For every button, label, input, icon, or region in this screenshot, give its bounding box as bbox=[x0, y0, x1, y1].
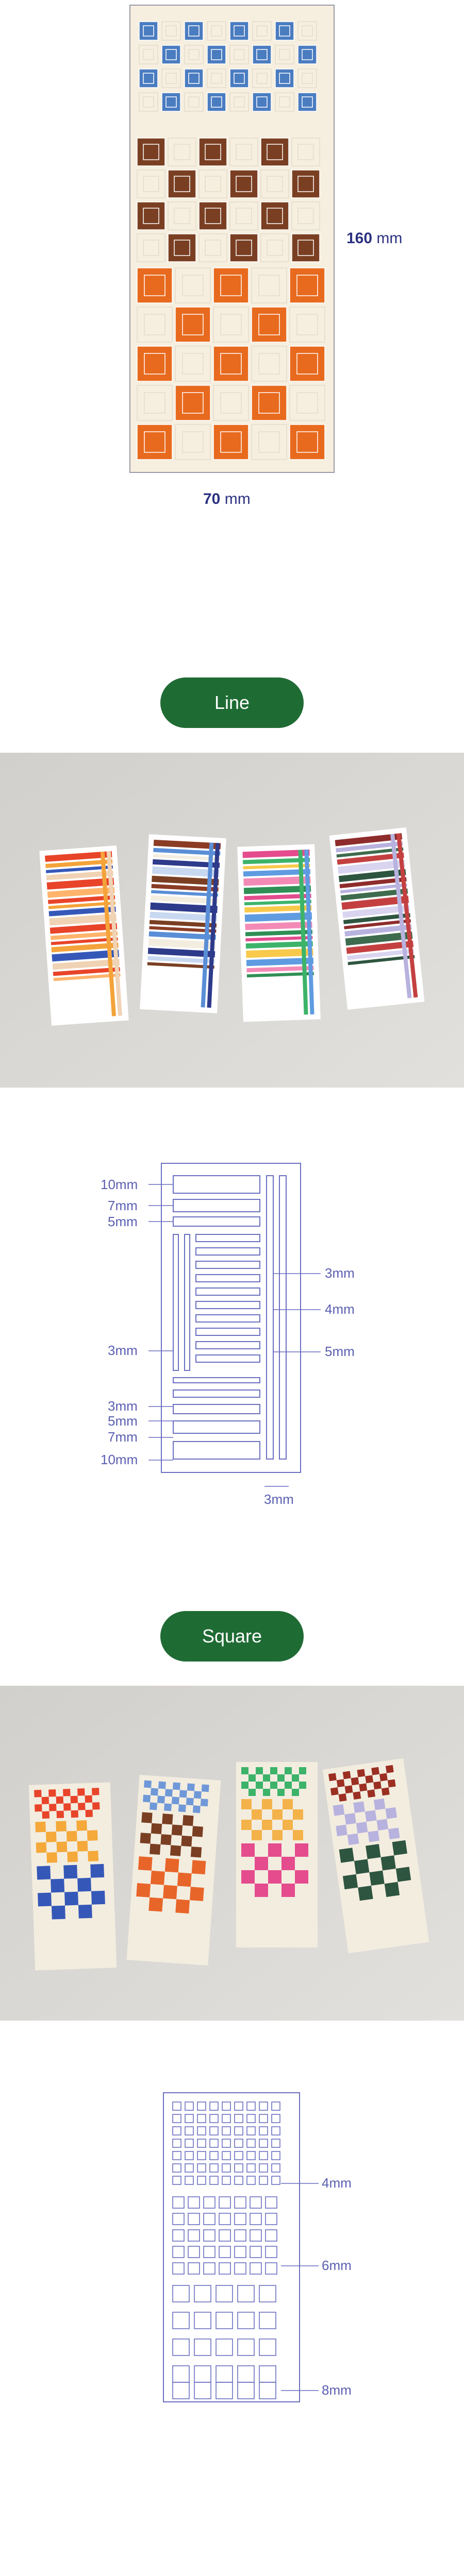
square-sticker-card bbox=[28, 1782, 117, 1971]
line-label-right-2: 4mm bbox=[325, 1301, 355, 1317]
line-stickers-illustration bbox=[0, 753, 464, 1088]
square-dimension-diagram: 4mm 6mm 8mm bbox=[0, 2087, 464, 2550]
square-label-4mm: 4mm bbox=[322, 2175, 352, 2191]
line-label-left-5: 3mm bbox=[108, 1398, 138, 1414]
square-section-title: Square bbox=[160, 1611, 304, 1662]
line-label-left-6: 5mm bbox=[108, 1413, 138, 1429]
line-stickers-photo bbox=[0, 753, 464, 1088]
width-label: 70 mm bbox=[203, 490, 251, 507]
square-stickers-photo bbox=[0, 1686, 464, 2021]
line-sticker-card bbox=[39, 845, 129, 1026]
line-label-left-8: 10mm bbox=[101, 1452, 138, 1467]
square-diagram-drawing bbox=[163, 2092, 319, 2402]
line-label-left-2: 7mm bbox=[108, 1198, 138, 1213]
product-dimension-section: 160 mm 70 mm bbox=[0, 0, 464, 515]
square-sticker-card bbox=[322, 1758, 429, 1954]
line-label-left-1: 10mm bbox=[101, 1177, 138, 1192]
line-label-right-3: 5mm bbox=[325, 1344, 355, 1359]
line-section-title: Line bbox=[160, 677, 304, 728]
square-label-6mm: 6mm bbox=[322, 2258, 352, 2273]
line-sticker-card bbox=[140, 834, 226, 1013]
square-sticker-card bbox=[236, 1762, 318, 1947]
line-dimension-diagram: 10mm 7mm 5mm 3mm 3mm 5mm 7mm 10mm 3mm 4m… bbox=[0, 1108, 464, 1546]
line-label-left-7: 7mm bbox=[108, 1429, 138, 1445]
checkered-sticker-sheet bbox=[129, 5, 335, 473]
height-label: 160 mm bbox=[346, 230, 403, 247]
line-diagram-drawing bbox=[148, 1163, 321, 1487]
square-sticker-card bbox=[126, 1774, 221, 1966]
line-label-bottom: 3mm bbox=[264, 1492, 294, 1507]
line-sticker-card bbox=[329, 827, 425, 1010]
square-stickers-illustration bbox=[0, 1686, 464, 2021]
line-label-left-3: 5mm bbox=[108, 1214, 138, 1229]
line-sticker-card bbox=[237, 844, 321, 1022]
square-label-8mm: 8mm bbox=[322, 2382, 352, 2398]
line-label-left-4: 3mm bbox=[108, 1343, 138, 1358]
line-label-right-1: 3mm bbox=[325, 1265, 355, 1281]
